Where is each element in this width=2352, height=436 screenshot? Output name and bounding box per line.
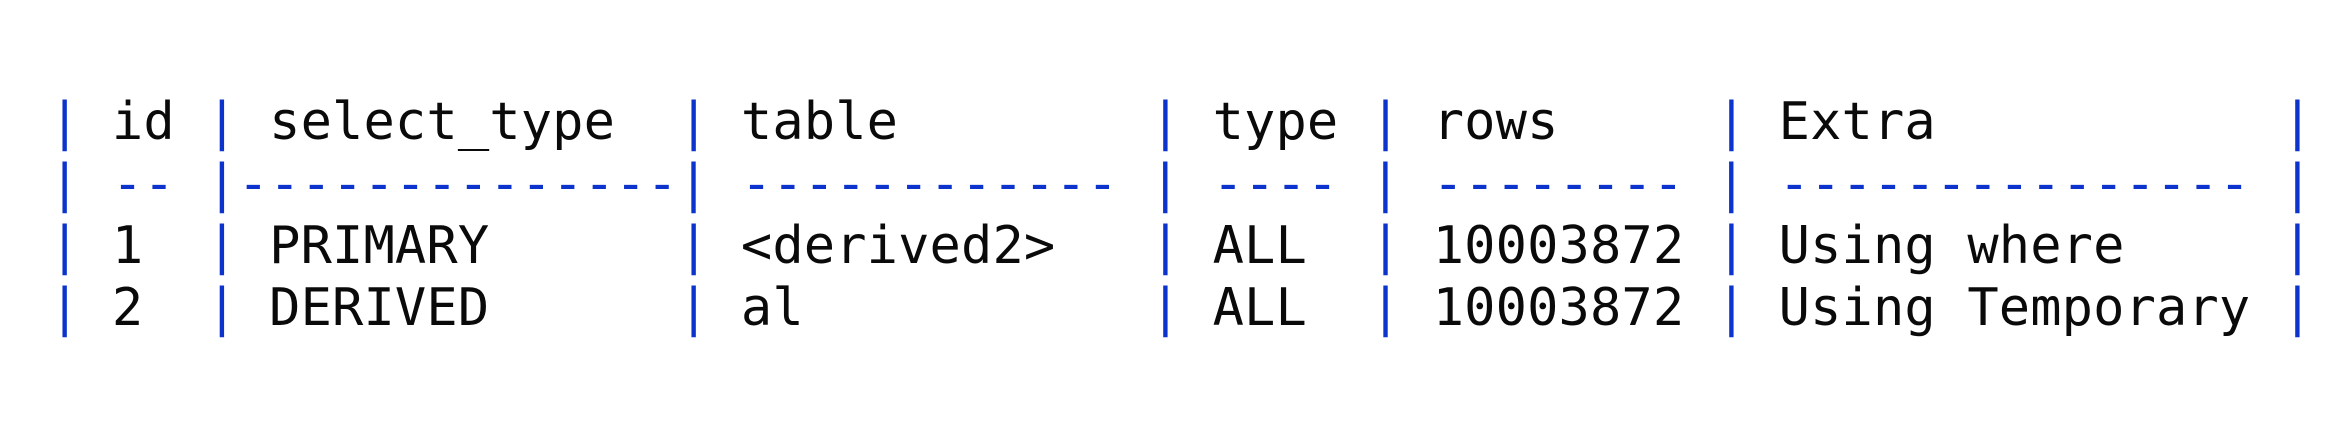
table-cell-text: Using Temporary [1747, 278, 2282, 338]
table-border-segment: | [1715, 216, 1748, 276]
table-border-segment: | [1149, 216, 1182, 276]
table-cell-text: select_type [237, 92, 678, 152]
table-border-segment: | [49, 92, 81, 152]
table-border-segment: | [49, 216, 81, 276]
explain-header-line: | id | select_type | table | type | rows… [49, 91, 2313, 153]
explain-row-2: | 2 | DERIVED | al | ALL | 10003872 | Us… [49, 277, 2313, 339]
table-border-segment: | [1715, 92, 1748, 152]
table-cell-text: table [709, 92, 1150, 152]
table-cell-text: al [709, 278, 1150, 338]
table-cell-text: ALL [1181, 278, 1370, 338]
table-cell-text: DERIVED [237, 278, 678, 338]
table-border-segment: | [1369, 92, 1402, 152]
terminal-output: | id | select_type | table | type | rows… [49, 91, 2313, 339]
table-cell-text: 10003872 [1401, 216, 1716, 276]
table-cell-text: type [1181, 92, 1370, 152]
table-border-segment: | [206, 216, 238, 276]
table-border-segment: | [1149, 92, 1182, 152]
table-cell-text: PRIMARY [237, 216, 678, 276]
table-border-segment: | [1369, 278, 1402, 338]
table-border-segment: | [1369, 216, 1402, 276]
table-border-segment: | [677, 216, 710, 276]
table-border-segment: | [677, 278, 710, 338]
table-border-segment: | [1715, 278, 1748, 338]
table-cell-text: Using where [1747, 216, 2282, 276]
table-cell-text: <derived2> [709, 216, 1150, 276]
table-border-segment: | [2281, 278, 2314, 338]
table-border-segment: | [2281, 216, 2314, 276]
table-border-segment: | [206, 92, 238, 152]
table-cell-text: 2 [80, 278, 207, 338]
table-cell-text: Extra [1747, 92, 2282, 152]
table-border-segment: | [677, 92, 710, 152]
table-border-segment: | [49, 278, 81, 338]
table-cell-text: rows [1401, 92, 1716, 152]
table-border-segment: | [1149, 278, 1182, 338]
table-cell-text: id [80, 92, 207, 152]
table-cell-text: ALL [1181, 216, 1370, 276]
table-border-segment: | [2281, 92, 2314, 152]
table-border-segment: | [206, 278, 238, 338]
table-cell-text: 10003872 [1401, 278, 1716, 338]
explain-separator-line: | -- |--------------| ------------ | ---… [49, 153, 2313, 215]
explain-row-1: | 1 | PRIMARY | <derived2> | ALL | 10003… [49, 215, 2313, 277]
table-cell-text: 1 [80, 216, 207, 276]
table-border-segment: | -- |--------------| ------------ | ---… [49, 154, 2314, 214]
